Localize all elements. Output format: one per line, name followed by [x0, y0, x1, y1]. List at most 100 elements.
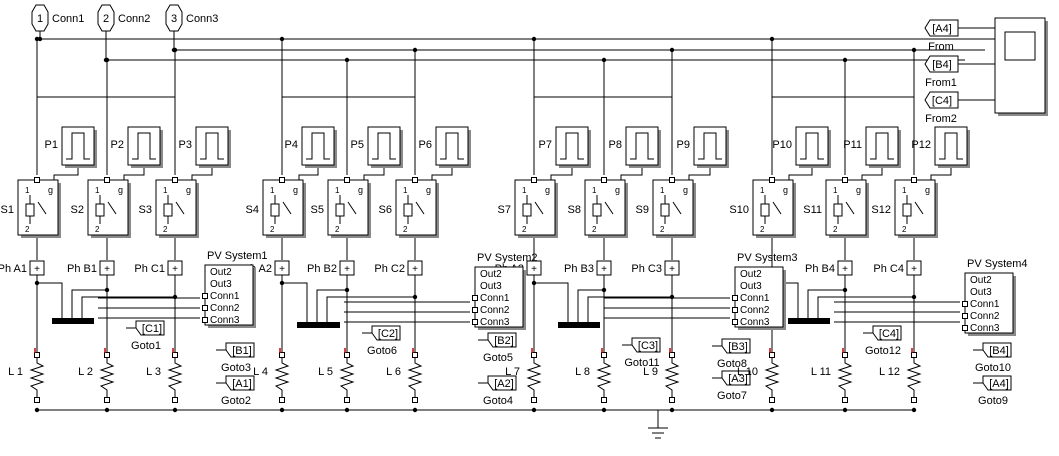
phase-meter-10[interactable]: +Ph C4	[873, 260, 922, 276]
pulse-generator-7[interactable]: P7	[539, 126, 591, 168]
junction-dot	[279, 407, 285, 413]
gate-wire	[861, 165, 883, 180]
goto-block-3[interactable]: [C2]Goto6	[367, 325, 401, 357]
load-2[interactable]: L 2	[78, 348, 115, 403]
from-block-0[interactable]: [A4]From	[924, 19, 959, 53]
goto-shape	[631, 337, 661, 353]
load-12[interactable]: L 12	[879, 348, 922, 403]
load-5[interactable]: L 5	[318, 348, 355, 403]
goto-block-4[interactable]: [B2]Goto5	[483, 332, 517, 364]
connection-port	[769, 397, 775, 403]
goto-block-1[interactable]: [B1]Goto3	[221, 342, 255, 374]
pulse-generator-6[interactable]: P6	[419, 126, 471, 168]
switch-resistor	[902, 203, 912, 217]
goto-block-11[interactable]: [A4]Goto9	[978, 375, 1012, 407]
connection-port	[202, 293, 208, 299]
pulse-generator-4[interactable]: P4	[285, 126, 337, 168]
goto-block-7[interactable]: [B3]Goto8	[717, 338, 751, 370]
load-10[interactable]: L 10	[737, 348, 780, 403]
from-block-2[interactable]: [C4]From2	[924, 91, 959, 125]
meter-glyph: +	[34, 264, 40, 275]
goto-tag: [B2]	[494, 335, 514, 347]
pulse-generator-11[interactable]: P11	[843, 126, 901, 168]
switch-resistor	[833, 203, 843, 217]
pulse-generator-2[interactable]: P2	[111, 126, 163, 168]
load-11[interactable]: L 11	[811, 348, 853, 403]
switch-label: S5	[311, 204, 324, 216]
goto-name: Goto11	[624, 357, 659, 369]
goto-name: Goto12	[865, 345, 901, 357]
pulse-generator-3[interactable]: P3	[179, 126, 231, 168]
gate-wire	[123, 165, 145, 180]
goto-block-10[interactable]: [B4]Goto10	[975, 342, 1012, 374]
pulse-generator-1[interactable]: P1	[45, 126, 97, 168]
mux-in-wire	[71, 289, 107, 318]
scope-screen	[1004, 31, 1036, 61]
goto-block-2[interactable]: [A1]Goto2	[221, 375, 255, 407]
load-6[interactable]: L 6	[386, 348, 423, 403]
goto-block-9[interactable]: [C4]Goto12	[865, 325, 902, 357]
junction-dot	[344, 407, 350, 413]
phase-meter-1[interactable]: +Ph B1	[67, 260, 115, 276]
phase-meter-4[interactable]: +Ph B2	[307, 260, 355, 276]
load-8[interactable]: L 8	[575, 348, 612, 403]
load-1[interactable]: L 1	[8, 348, 45, 403]
meter-body	[596, 260, 612, 276]
phase-meter-5[interactable]: +Ph C2	[374, 260, 423, 276]
scope-block[interactable]	[994, 17, 1048, 116]
phase-meter-0[interactable]: +Ph A1	[0, 260, 45, 276]
pulse-generator-12[interactable]: P12	[911, 126, 970, 168]
phase-label: Ph B4	[805, 263, 835, 275]
goto-block-5[interactable]: [A2]Goto4	[483, 375, 517, 407]
switch-resistor	[335, 203, 345, 217]
junction-dot	[172, 47, 178, 53]
connection-port	[279, 352, 285, 358]
phase-label: Ph C2	[374, 263, 405, 275]
from-block-1[interactable]: [B4]From1	[924, 55, 959, 89]
phase-meter-9[interactable]: +Ph B4	[805, 260, 853, 276]
junction-dot	[412, 294, 418, 300]
goto-name: Goto1	[131, 340, 161, 352]
pv-port-label: Conn3	[740, 317, 770, 328]
pulse-generator-9[interactable]: P9	[677, 126, 729, 168]
load-7[interactable]: L 7	[505, 348, 542, 403]
pulse-generator-8[interactable]: P8	[609, 126, 661, 168]
pulse-generator-10[interactable]: P10	[772, 126, 831, 168]
load-label: L 6	[386, 366, 401, 378]
meter-body	[906, 260, 922, 276]
goto-block-8[interactable]: [A3]Goto7	[717, 370, 751, 402]
from-shape	[924, 55, 959, 73]
connection-port	[472, 319, 478, 325]
connection-port	[911, 352, 917, 358]
goto-block-6[interactable]: [C3]Goto11	[624, 337, 661, 369]
phase-meter-7[interactable]: +Ph B3	[564, 260, 612, 276]
phase-meter-8[interactable]: +Ph C3	[631, 260, 680, 276]
load-4[interactable]: L 4	[253, 348, 290, 403]
pv-port-label: Conn3	[970, 323, 1000, 334]
load-3[interactable]: L 3	[146, 348, 183, 403]
goto-block-0[interactable]: [C1]Goto1	[131, 320, 165, 352]
pulse-label: P12	[911, 139, 931, 151]
pulse-generator-5[interactable]: P5	[351, 126, 403, 168]
load-9[interactable]: L 9	[643, 348, 680, 403]
phase-meter-2[interactable]: +Ph C1	[134, 260, 183, 276]
